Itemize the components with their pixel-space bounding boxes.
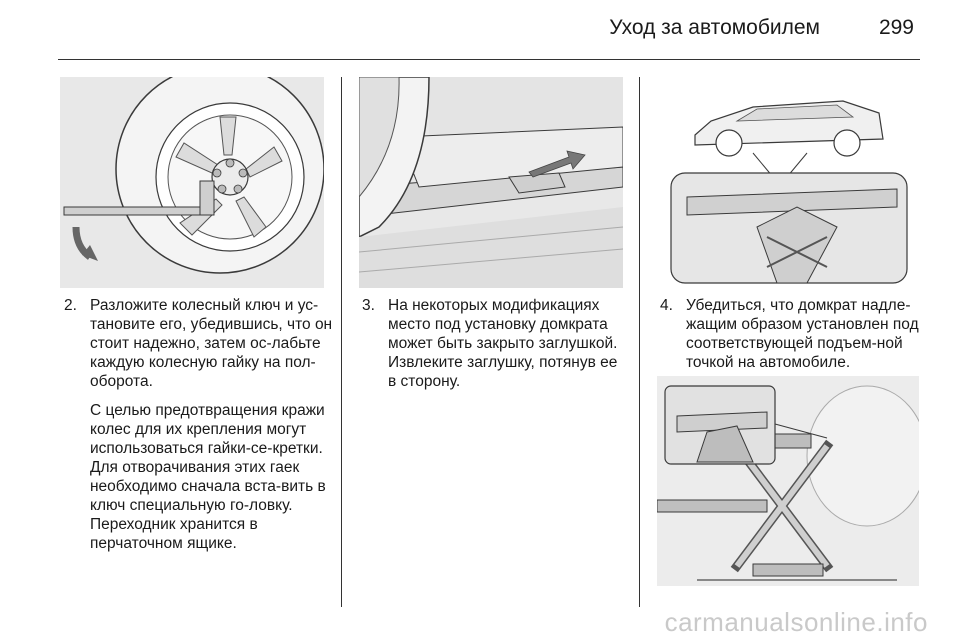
running-header-title: Уход за автомобилем — [609, 16, 820, 39]
step-text: Разложите колесный ключ и ус-тановите ег… — [90, 297, 333, 390]
page-number: 299 — [878, 16, 914, 39]
step-text: Убедиться, что домкрат надле-жащим образ… — [686, 297, 919, 371]
step-text: На некоторых модификациях место под уста… — [388, 297, 618, 390]
jack-detail-illustration — [657, 376, 919, 586]
step-note: С целью предотвращения кражи колес для и… — [90, 402, 326, 552]
car-jack-overview-illustration — [657, 77, 919, 288]
step-number: 4. — [660, 297, 673, 314]
watermark: carmanualsonline.info — [664, 607, 928, 637]
step-number: 3. — [362, 297, 375, 314]
header-divider — [58, 59, 920, 60]
column-divider-2 — [639, 77, 640, 607]
step-number: 2. — [64, 297, 77, 314]
sill-cover-illustration — [359, 77, 623, 288]
step-4: 4. Убедиться, что домкрат надле-жащим об… — [660, 296, 926, 382]
step-3: 3. На некоторых модификациях место под у… — [362, 296, 628, 401]
column-divider-1 — [341, 77, 342, 607]
wheel-wrench-illustration — [60, 77, 324, 288]
step-2: 2. Разложите колесный ключ и ус-тановите… — [64, 296, 334, 563]
